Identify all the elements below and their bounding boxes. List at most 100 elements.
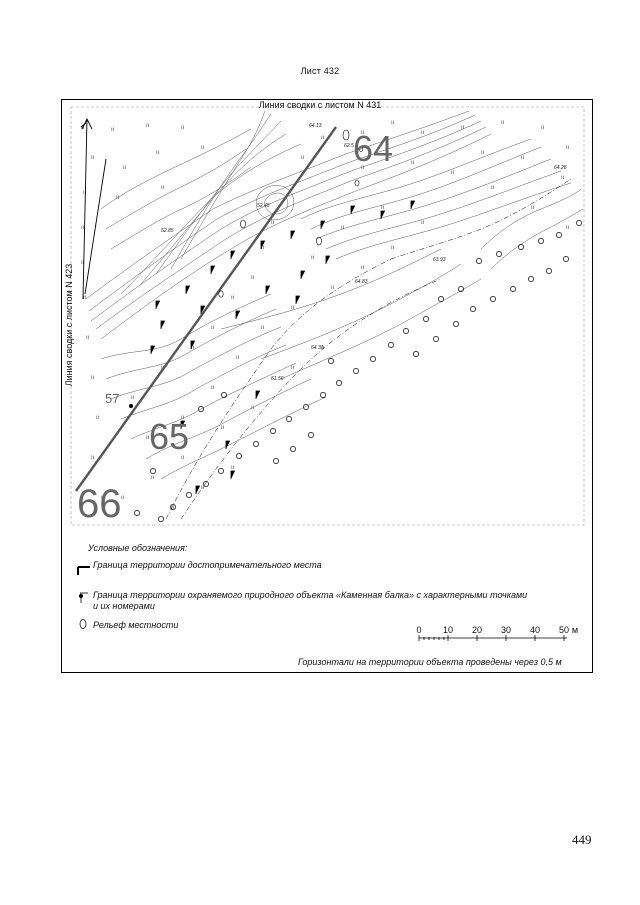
contour-lines — [85, 110, 584, 480]
left-edge-label: Линия сводки с листом N 423 — [64, 263, 74, 387]
svg-text:ıı: ıı — [116, 195, 120, 201]
svg-text:ıı: ıı — [231, 295, 235, 301]
svg-text:ıı: ıı — [111, 127, 115, 133]
shrub-symbols — [218, 129, 364, 298]
svg-text:ıı: ıı — [83, 295, 87, 301]
svg-text:ıı: ıı — [451, 170, 455, 176]
svg-text:ıı: ıı — [81, 260, 85, 266]
legend-item-landmark-boundary: Граница территории достопримечательного … — [93, 560, 322, 570]
scale-tick-label: 20 — [472, 625, 482, 635]
svg-text:ıı: ıı — [231, 465, 235, 471]
svg-text:ıı: ıı — [131, 395, 135, 401]
relief-circles — [134, 220, 582, 522]
page-number: 449 — [572, 832, 592, 847]
elevation-label: 64.13 — [309, 123, 322, 129]
svg-text:ıı: ıı — [151, 475, 155, 481]
svg-text:ıı: ıı — [501, 120, 505, 126]
elevation-label: 63.93 — [433, 257, 446, 263]
scale-tick-label: 40 — [530, 625, 540, 635]
elevation-label: 61.56 — [271, 376, 284, 382]
svg-text:ıı: ıı — [331, 285, 335, 291]
top-edge-label: Линия сводки с листом N 431 — [258, 100, 382, 110]
svg-text:ıı: ıı — [156, 150, 160, 156]
svg-text:ıı: ıı — [561, 175, 565, 181]
contour-interval-note: Горизонтали на территории объекта провед… — [298, 657, 562, 667]
elevation-label: 52.85 — [161, 228, 174, 234]
map-frame — [61, 99, 593, 673]
svg-text:ıı: ıı — [261, 325, 265, 331]
svg-text:ıı: ıı — [201, 145, 205, 151]
svg-text:ıı: ıı — [81, 225, 85, 231]
svg-text:ıı: ıı — [161, 185, 165, 191]
svg-text:ıı: ıı — [83, 190, 87, 196]
svg-text:ıı: ıı — [181, 125, 185, 131]
svg-text:ıı: ıı — [291, 365, 295, 371]
scale-tick-label: 0 — [416, 625, 421, 635]
scale-unit: м — [572, 625, 578, 635]
svg-text:ıı: ıı — [101, 495, 105, 501]
svg-text:ıı: ıı — [271, 220, 275, 226]
svg-text:ıı: ıı — [221, 425, 225, 431]
svg-text:ıı: ıı — [211, 385, 215, 391]
svg-text:ıı: ıı — [391, 245, 395, 251]
elevation-label: 64.28 — [554, 165, 567, 171]
scale-tick-label: 50 — [559, 625, 569, 635]
point-number-57: 57 — [105, 391, 119, 406]
svg-text:ıı: ıı — [181, 415, 185, 421]
svg-text:ıı: ıı — [391, 120, 395, 126]
point-number-66: 66 — [77, 482, 122, 526]
north-arrow — [80, 117, 107, 300]
svg-text:ıı: ıı — [91, 155, 95, 161]
svg-text:ıı: ıı — [381, 205, 385, 211]
svg-text:ıı: ıı — [361, 130, 365, 136]
sheet-title: Лист 432 — [300, 66, 340, 76]
svg-text:ıı: ıı — [91, 455, 95, 461]
map-inner-border — [70, 106, 585, 526]
svg-text:ıı: ıı — [251, 275, 255, 281]
elevation-label: 64.83 — [355, 279, 368, 285]
svg-text:ıı: ıı — [421, 130, 425, 136]
svg-text:ıı: ıı — [521, 155, 525, 161]
svg-text:ıı: ıı — [541, 125, 545, 131]
svg-text:ıı: ıı — [461, 125, 465, 131]
svg-text:ıı: ıı — [191, 345, 195, 351]
svg-text:ıı: ıı — [531, 205, 535, 211]
legend-title: Условные обозначения: — [88, 543, 188, 553]
svg-text:ıı: ıı — [421, 220, 425, 226]
protected-area-boundary — [165, 178, 572, 520]
svg-text:ıı: ıı — [491, 185, 495, 191]
elevation-label: 52.45 — [257, 203, 270, 209]
scale-tick-label: 10 — [443, 625, 453, 635]
landmark-boundary-vertex — [129, 404, 133, 408]
svg-text:ıı: ıı — [411, 160, 415, 166]
svg-text:ıı: ıı — [91, 375, 95, 381]
svg-text:ıı: ıı — [361, 265, 365, 271]
svg-text:ıı: ıı — [361, 165, 365, 171]
svg-text:ıı: ıı — [146, 123, 150, 129]
scale-tick-label: 30 — [501, 625, 511, 635]
svg-text:ıı: ıı — [146, 435, 150, 441]
svg-text:ıı: ıı — [181, 455, 185, 461]
point-number-65: 65 — [149, 416, 189, 457]
svg-text:ıı: ıı — [236, 355, 240, 361]
svg-text:ıı: ıı — [566, 225, 570, 231]
map-canvas: ıı ıı ıı ıı ıı ıı ıı ıı ıı ıı ıı ıı ıı ıı ıı ıı ıı ıı… — [70, 106, 585, 641]
svg-text:ıı: ıı — [341, 225, 345, 231]
svg-text:ıı: ıı — [123, 165, 127, 171]
svg-text:ıı: ıı — [86, 335, 90, 341]
left-edge-label-box: Линия сводки с листом N 423 — [62, 250, 76, 400]
landmark-boundary-line — [75, 126, 337, 492]
svg-text:ıı: ıı — [321, 135, 325, 141]
svg-text:ıı: ıı — [201, 485, 205, 491]
legend-relief-symbol — [79, 619, 87, 629]
svg-text:ıı: ıı — [291, 305, 295, 311]
boundary-point-markers — [150, 200, 415, 494]
svg-text:ıı: ıı — [96, 415, 100, 421]
point-number-64: 64 — [353, 128, 393, 169]
legend-landmark-boundary-symbol — [77, 566, 90, 575]
svg-text:ıı: ıı — [301, 155, 305, 161]
svg-text:ıı: ıı — [261, 245, 265, 251]
elevation-labels: 64.13 62.5 52.45 52.85 64.28 63.93 64.83… — [161, 123, 567, 382]
svg-text:ıı: ıı — [566, 145, 570, 151]
svg-text:ıı: ıı — [171, 505, 175, 511]
